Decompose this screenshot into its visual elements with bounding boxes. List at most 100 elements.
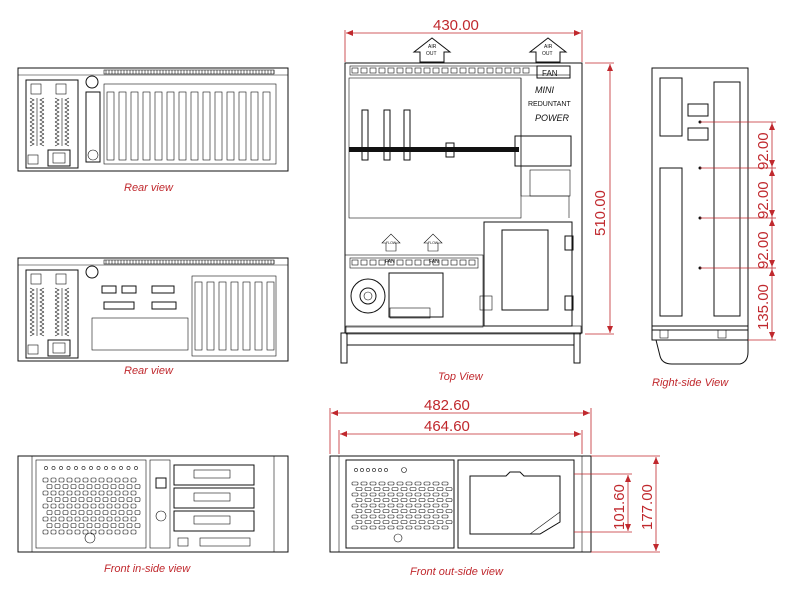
grille-hole <box>409 487 417 491</box>
top-view-caption: Top View <box>438 371 484 383</box>
psu-vent <box>54 129 70 135</box>
grille-hole <box>418 509 426 513</box>
grille-hole <box>441 525 449 530</box>
top-fan-vent <box>423 67 431 74</box>
grille-hole <box>414 492 422 497</box>
grille-hole <box>102 510 109 515</box>
expansion-slot <box>166 91 175 161</box>
grille-hole <box>94 497 101 502</box>
air-out-1-label: AIR <box>428 44 437 50</box>
grille-hole <box>46 497 53 502</box>
mini-label: MINI <box>535 85 554 95</box>
grille-hole <box>427 487 435 491</box>
grille-hole <box>118 510 125 515</box>
air-out-2b-label: OUT <box>542 51 553 57</box>
top-fan-vent <box>387 67 395 74</box>
grille-hole <box>82 477 89 483</box>
grille-hole <box>130 503 137 509</box>
grille-hole <box>106 490 113 496</box>
grille-hole <box>110 523 117 528</box>
grille-hole <box>391 498 399 502</box>
grille-hole <box>355 520 363 524</box>
grille-hole <box>114 529 121 535</box>
grille-hole <box>78 523 85 528</box>
grille-hole <box>50 477 57 483</box>
grille-hole <box>42 516 49 522</box>
grille-hole <box>66 503 73 509</box>
rear-view-2-caption: Rear view <box>124 365 174 377</box>
low-fan-vent <box>369 259 377 266</box>
indicator-dot <box>354 468 358 472</box>
psu-vent <box>54 137 70 143</box>
expansion-slot <box>206 281 215 351</box>
grille-hole <box>66 529 73 535</box>
psu-vent <box>54 287 70 293</box>
grille-hole <box>134 497 141 502</box>
grille-hole <box>355 509 363 513</box>
grille-hole <box>418 487 426 491</box>
grille-hole <box>382 498 390 502</box>
grille-hole <box>122 516 129 522</box>
psu-vent <box>29 117 45 123</box>
power-label: POWER <box>535 113 570 123</box>
grille-hole <box>86 484 93 489</box>
indicator-dot <box>104 466 108 470</box>
psu-vent <box>54 291 70 297</box>
front-inside-view <box>17 455 289 553</box>
grille-hole <box>364 498 372 502</box>
dim-front-outer-height: 177.00 <box>639 484 656 530</box>
grille-hole <box>355 487 363 491</box>
psu-vent <box>29 141 45 147</box>
psu-vent <box>54 299 70 305</box>
psu-vent <box>29 311 45 317</box>
psu-vent <box>29 133 45 139</box>
top-fan-vent <box>405 67 413 74</box>
grille-hole <box>405 525 413 530</box>
grille-hole <box>50 490 57 496</box>
grille-hole <box>414 503 422 508</box>
grille-hole <box>423 525 431 530</box>
front-outside-view <box>329 408 660 553</box>
grille-hole <box>436 498 444 502</box>
grille-hole <box>387 492 395 497</box>
indicator-dot <box>384 468 388 472</box>
grille-hole <box>102 484 109 489</box>
grille-hole <box>74 516 81 522</box>
grille-hole <box>102 497 109 502</box>
grille-hole <box>387 481 395 486</box>
grille-hole <box>126 484 133 489</box>
grille-hole <box>369 492 377 497</box>
grille-hole <box>62 523 69 528</box>
rear-view-1 <box>17 67 289 172</box>
low-fan-vent <box>378 259 386 266</box>
grille-hole <box>70 497 77 502</box>
grille-hole <box>387 514 395 519</box>
psu-vent <box>54 331 70 337</box>
low-fan-vent <box>441 259 449 266</box>
psu-vent <box>54 303 70 309</box>
grille-hole <box>106 529 113 535</box>
grille-hole <box>66 490 73 496</box>
grille-hole <box>396 492 404 497</box>
top-fan-vent <box>360 67 368 74</box>
grille-hole <box>355 498 363 502</box>
psu-vent <box>29 295 45 301</box>
dim-side-2: 92.00 <box>755 181 772 219</box>
low-fan-vent <box>396 259 404 266</box>
grille-hole <box>387 525 395 530</box>
grille-hole <box>382 509 390 513</box>
grille-hole <box>78 510 85 515</box>
grille-hole <box>414 514 422 519</box>
grille-hole <box>427 520 435 524</box>
psu-vent <box>29 307 45 313</box>
grille-hole <box>130 529 137 535</box>
low-fan-vent <box>351 259 359 266</box>
indicator-dot <box>51 466 56 470</box>
psu-vent <box>29 105 45 111</box>
psu-vent <box>29 331 45 337</box>
indicator-dot <box>378 468 382 472</box>
fan-1-label: FAN <box>385 259 395 265</box>
low-fan-vent <box>432 259 440 266</box>
expansion-slot <box>202 91 211 161</box>
